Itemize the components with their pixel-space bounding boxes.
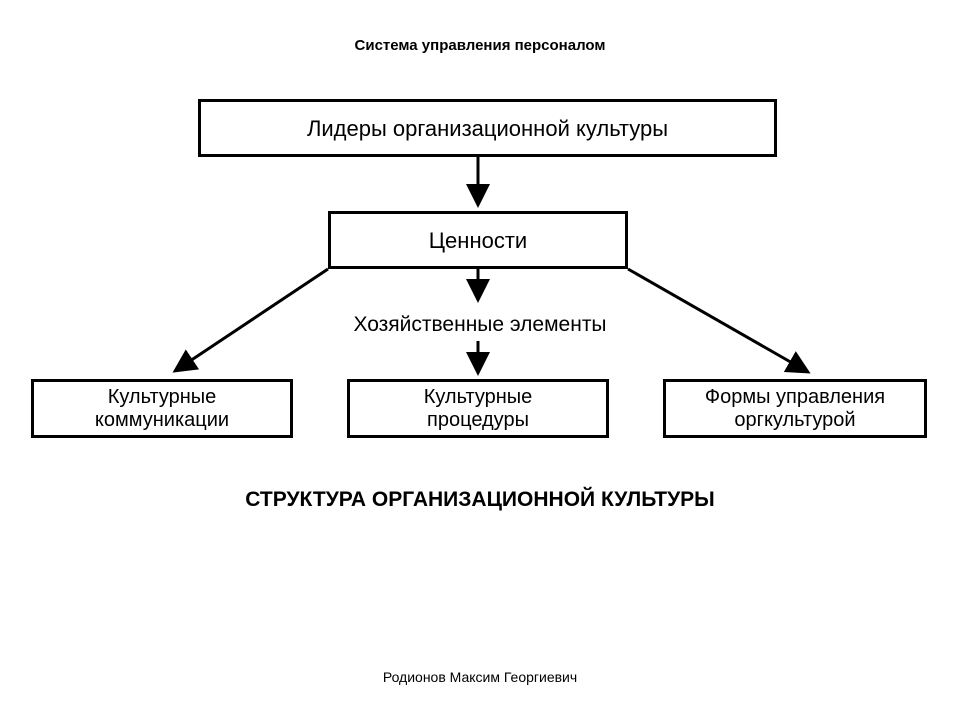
management-forms-box-line1: Формы управления [704, 385, 886, 408]
leaders-box-label: Лидеры организационной культуры [306, 115, 669, 141]
arrow-values-to-communications [172, 267, 329, 373]
values-box: Ценности [328, 211, 628, 269]
management-forms-box: Формы управления оргкультурой [663, 379, 927, 438]
procedures-box-line2: процедуры [427, 408, 529, 431]
procedures-box: Культурные процедуры [347, 379, 609, 438]
values-box-label: Ценности [428, 227, 528, 253]
leaders-box: Лидеры организационной культуры [198, 99, 777, 157]
communications-box-line2: коммуникации [94, 408, 230, 431]
slide-header: Система управления персоналом [354, 37, 606, 54]
communications-box-line1: Культурные [107, 385, 217, 408]
arrow-values-to-forms [627, 267, 811, 374]
procedures-box-line1: Культурные [423, 385, 533, 408]
communications-box: Культурные коммуникации [31, 379, 293, 438]
economic-elements-label: Хозяйственные элементы [353, 313, 607, 336]
management-forms-box-line2: оргкультурой [734, 408, 856, 431]
author-name: Родионов Максим Георгиевич [382, 669, 578, 685]
diagram-caption: СТРУКТУРА ОРГАНИЗАЦИОННОЙ КУЛЬТУРЫ [245, 488, 715, 511]
